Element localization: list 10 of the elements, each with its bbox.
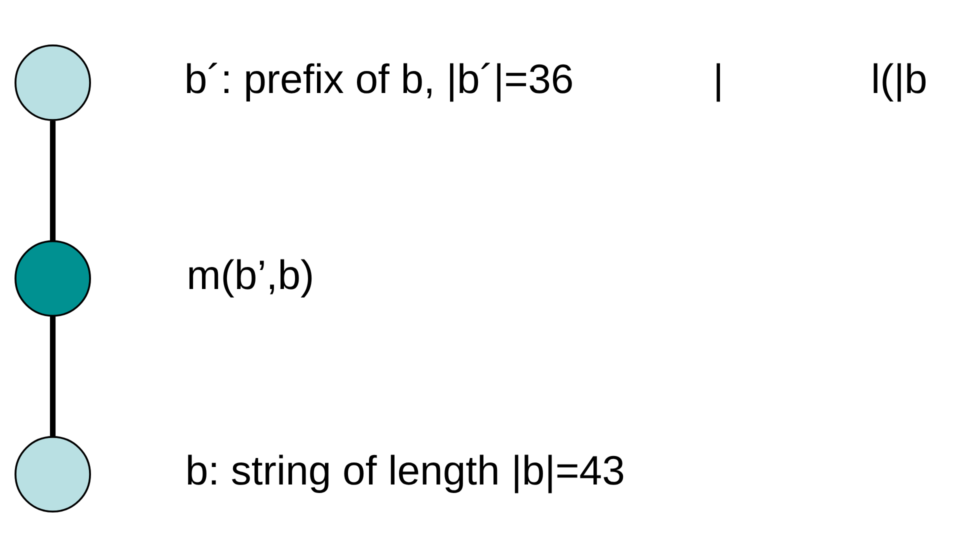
connector (50, 120, 56, 240)
node-circle (14, 240, 91, 316)
node-circle (14, 436, 91, 512)
node-label: b: string of length |b|=43 (185, 447, 625, 494)
node-circle (14, 44, 91, 120)
label: | (713, 56, 724, 102)
connector (50, 316, 56, 436)
node-label: b´: prefix of b, |b´|=36 (184, 56, 574, 102)
label: l(|b (871, 56, 928, 102)
node-label: m(b’,b) (186, 251, 314, 298)
